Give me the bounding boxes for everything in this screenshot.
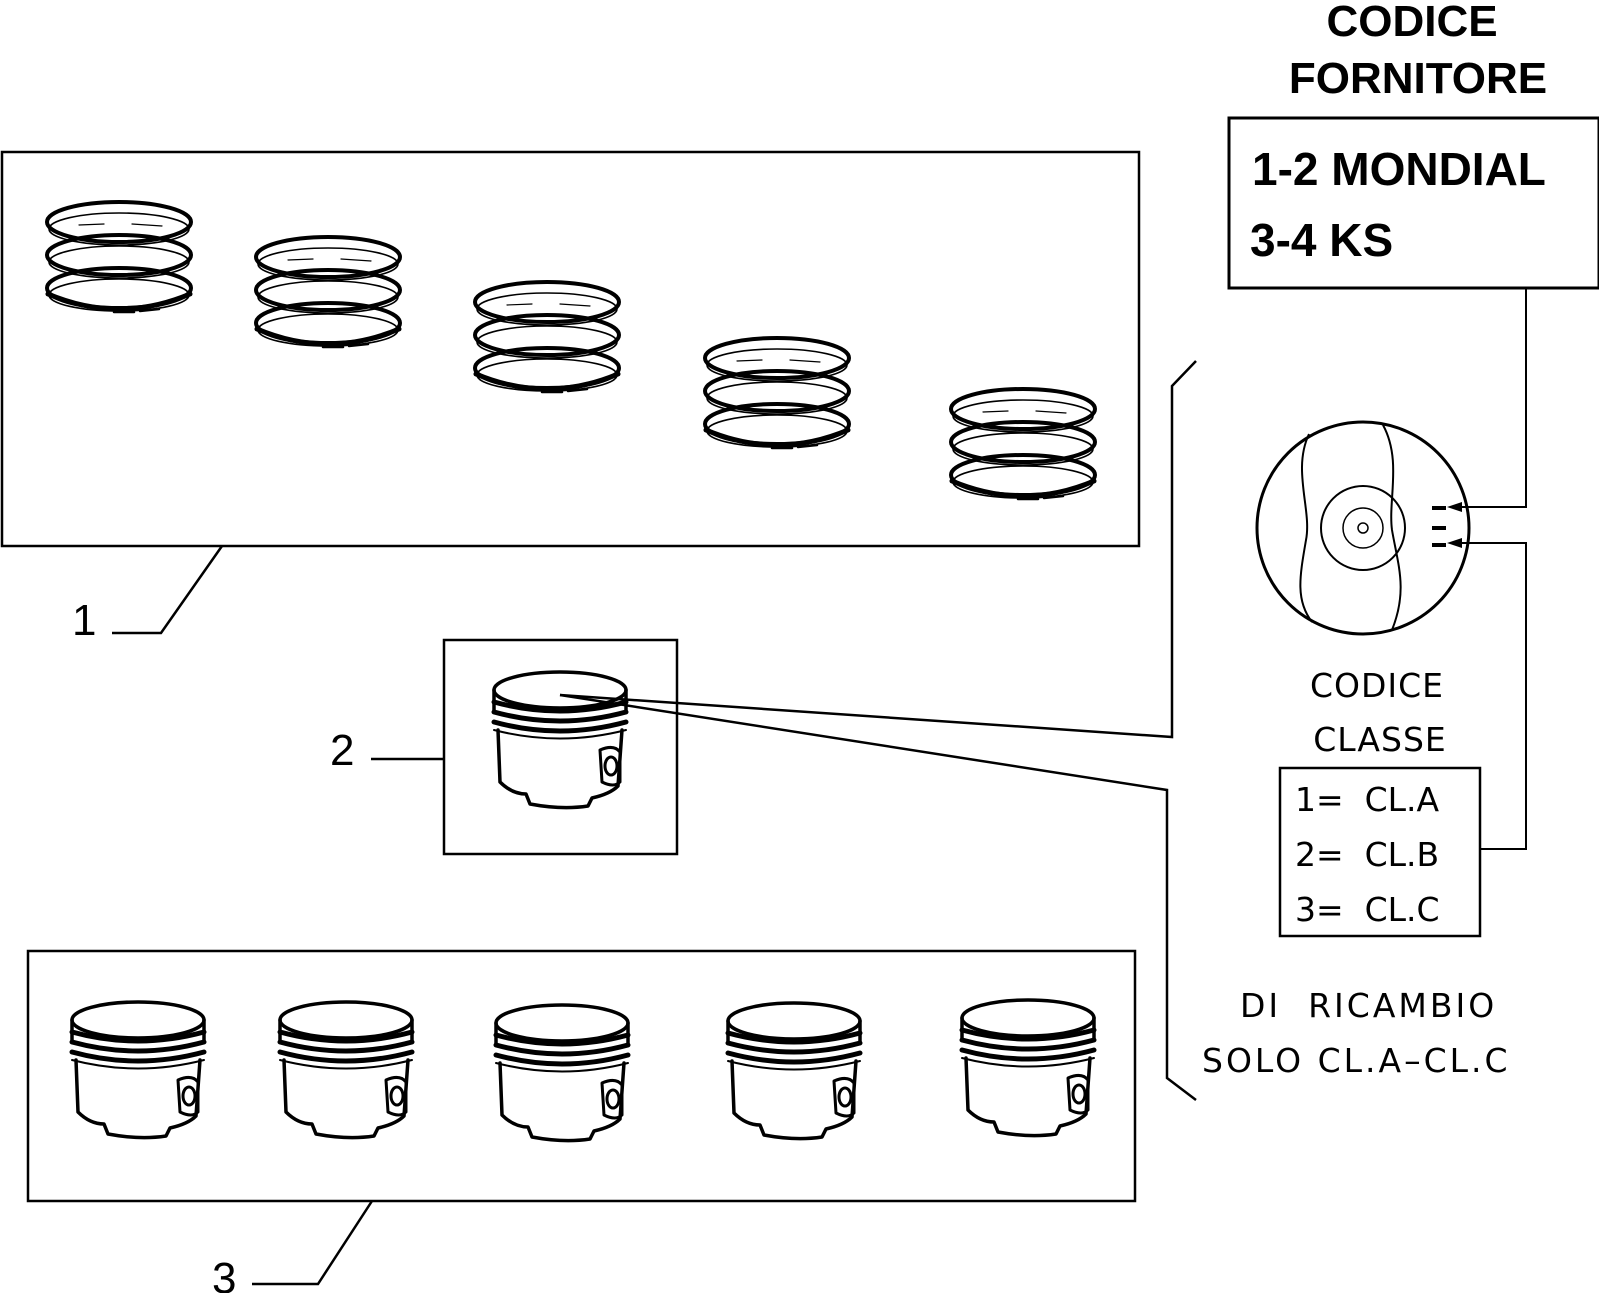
supplier-leader-arrow — [1447, 502, 1462, 512]
crown-leader-upper — [559, 360, 1197, 739]
class-leader-arrow — [1447, 538, 1462, 548]
supplier-code-row-2: 3-4 KS — [1250, 214, 1393, 266]
piston-icon — [962, 1000, 1094, 1136]
piston-ring-set-icon — [705, 338, 849, 448]
callout-1: 1 — [72, 596, 96, 645]
supplier-code-heading-line1: CODICE — [1326, 0, 1497, 46]
callout-1-leader — [112, 545, 224, 635]
spare-note-line1: DI RICAMBIO — [1240, 986, 1497, 1025]
piston-icon — [728, 1003, 860, 1139]
single-piston-frame — [442, 638, 679, 856]
class-code-heading-line1: CODICE — [1310, 666, 1444, 705]
class-code-row-2: 2= CL.B — [1295, 835, 1439, 874]
callout-2: 2 — [330, 726, 354, 775]
piston-icon — [280, 1002, 412, 1138]
supplier-code-heading-line2: FORNITORE — [1289, 54, 1547, 103]
callout-3: 3 — [212, 1254, 236, 1293]
supplier-code-box — [1227, 116, 1599, 290]
piston-ring-set-icon — [475, 282, 619, 392]
piston-icon — [496, 1005, 628, 1141]
class-code-row-1: 1= CL.A — [1295, 780, 1440, 819]
pistons-frame — [26, 949, 1137, 1203]
piston-ring-set-icon — [47, 202, 191, 312]
callout-3-leader — [252, 1200, 374, 1286]
supplier-code-row-1: 1-2 MONDIAL — [1252, 143, 1546, 195]
piston-icon — [494, 672, 626, 808]
spare-note-line2: SOLO CL.A–CL.C — [1202, 1041, 1511, 1080]
class-code-box — [1278, 766, 1482, 938]
class-code-heading-line2: CLASSE — [1313, 720, 1447, 759]
class-leader — [1462, 542, 1527, 850]
supplier-leader — [1462, 288, 1527, 508]
crown-leader-lower — [559, 693, 1197, 1101]
piston-ring-set-icon — [951, 389, 1095, 499]
piston-ring-set-icon — [256, 237, 400, 347]
ring-sets-frame — [0, 150, 1141, 548]
piston-icon — [72, 1002, 204, 1138]
piston-crown-icon — [1255, 420, 1471, 636]
class-code-row-3: 3= CL.C — [1295, 890, 1440, 929]
